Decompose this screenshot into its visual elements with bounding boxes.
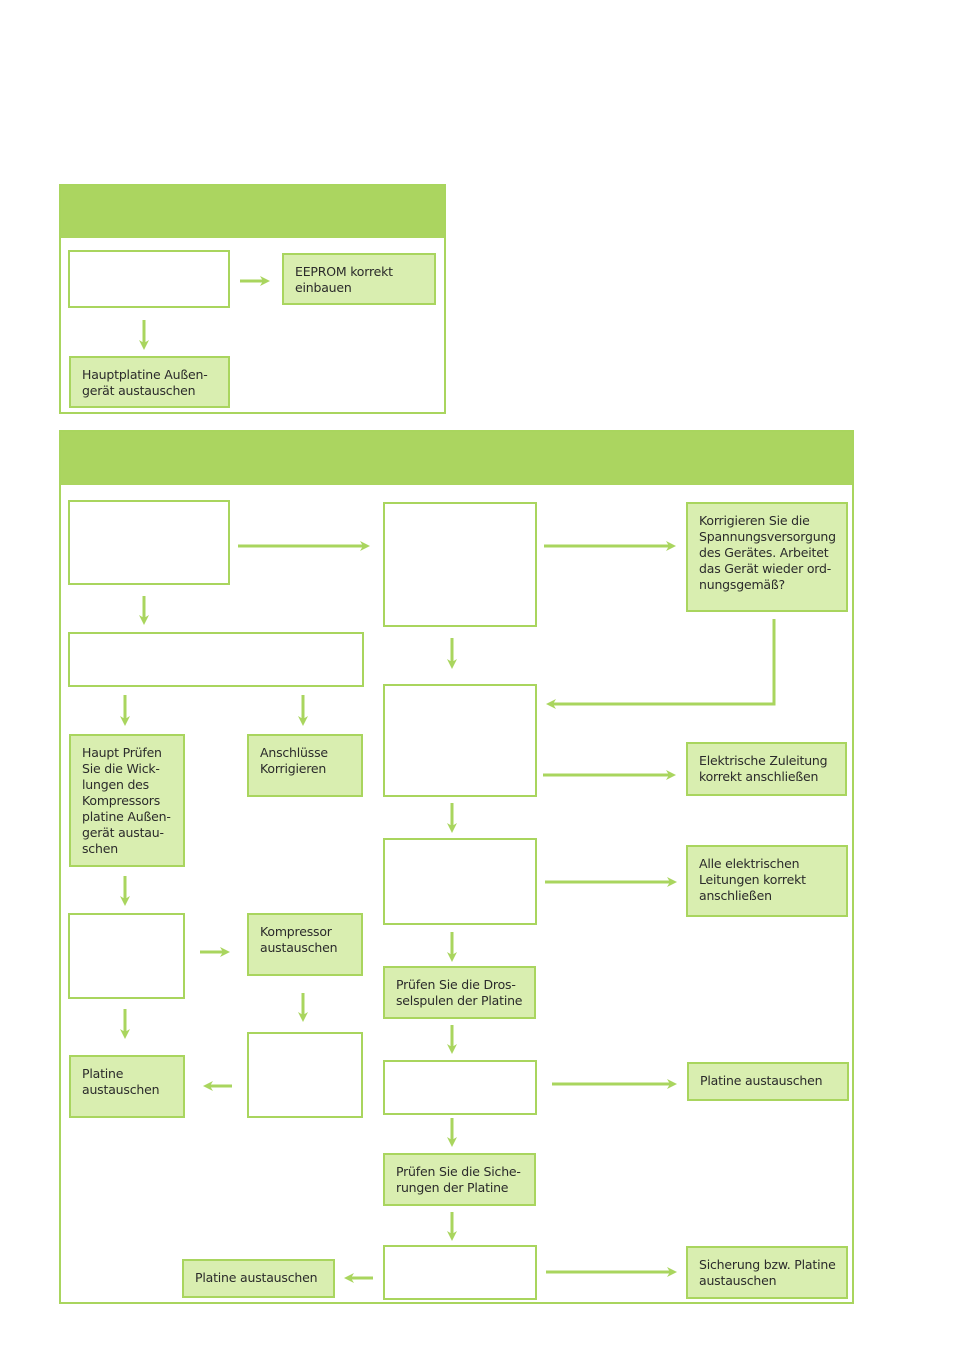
box-spannung-text: Korrigieren Sie die Spannungsversorgung …	[699, 513, 836, 592]
empty-box-mid-3	[383, 838, 537, 925]
box-hauptplatine-text: Hauptplatine Außen- gerät austauschen	[82, 367, 208, 398]
panel-a-header	[61, 186, 444, 238]
empty-box-mid-2	[383, 684, 537, 797]
box-kompressor: Kompressor austauschen	[247, 913, 363, 976]
panel-a-empty-box	[68, 250, 230, 308]
box-platine-bottom-text: Platine austauschen	[195, 1270, 318, 1285]
box-zuleitung-text: Elektrische Zuleitung korrekt anschließe…	[699, 753, 828, 784]
box-spannung: Korrigieren Sie die Spannungsversorgung …	[686, 502, 848, 612]
arrow-spannung-return	[546, 619, 776, 709]
box-platine-right-text: Platine austauschen	[700, 1073, 823, 1088]
box-leitungen-text: Alle elektrischen Leitungen korrekt ansc…	[699, 856, 806, 903]
box-platine-left-text: Platine austauschen	[82, 1066, 160, 1097]
empty-box-mid-5	[383, 1245, 537, 1300]
box-sicherungen: Prüfen Sie die Siche- rungen der Platine	[383, 1153, 536, 1206]
box-sicherung-platine-text: Sicherung bzw. Platine austauschen	[699, 1257, 836, 1288]
box-zuleitung: Elektrische Zuleitung korrekt anschließe…	[686, 742, 847, 796]
box-drossel-text: Prüfen Sie die Dros- selspulen der Plati…	[396, 977, 523, 1008]
panel-b-header	[61, 432, 852, 485]
empty-box-start	[68, 500, 230, 585]
box-sicherung-platine: Sicherung bzw. Platine austauschen	[686, 1246, 848, 1299]
box-platine-left: Platine austauschen	[69, 1055, 185, 1118]
box-drossel: Prüfen Sie die Dros- selspulen der Plati…	[383, 966, 536, 1019]
box-wicklungen-text: Haupt Prüfen Sie die Wick- lungen des Ko…	[82, 745, 171, 856]
empty-box-left-mid	[68, 913, 185, 999]
box-eeprom: EEPROM korrekt einbauen	[282, 253, 436, 305]
box-wicklungen: Haupt Prüfen Sie die Wick- lungen des Ko…	[69, 734, 185, 867]
box-platine-right: Platine austauschen	[687, 1062, 849, 1101]
empty-box-mid-1	[383, 502, 537, 627]
box-platine-bottom: Platine austauschen	[182, 1259, 335, 1298]
box-sicherungen-text: Prüfen Sie die Siche- rungen der Platine	[396, 1164, 521, 1195]
box-kompressor-text: Kompressor austauschen	[260, 924, 338, 955]
box-leitungen: Alle elektrischen Leitungen korrekt ansc…	[686, 845, 848, 917]
empty-box-wide	[68, 632, 364, 687]
box-anschluesse: Anschlüsse Korrigieren	[247, 734, 363, 797]
box-eeprom-text: EEPROM korrekt einbauen	[295, 264, 393, 295]
empty-box-left-low	[247, 1032, 363, 1118]
empty-box-mid-4	[383, 1060, 537, 1115]
box-anschluesse-text: Anschlüsse Korrigieren	[260, 745, 328, 776]
box-hauptplatine: Hauptplatine Außen- gerät austauschen	[69, 356, 230, 408]
